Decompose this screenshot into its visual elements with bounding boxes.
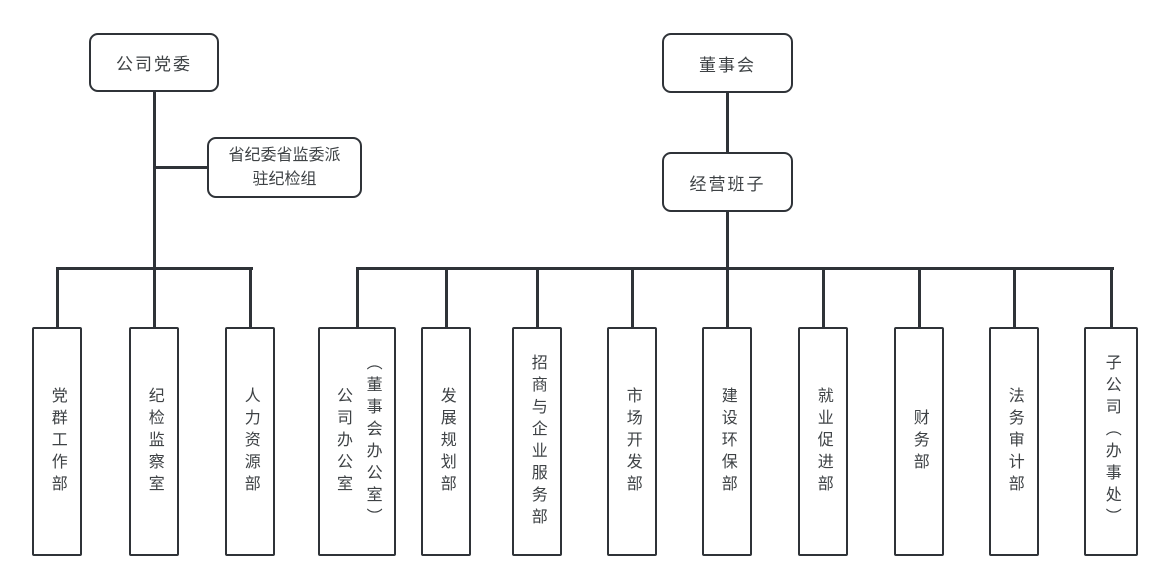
board-dept-box-1: 发展规划部 <box>421 327 471 556</box>
connector-line <box>152 269 156 329</box>
management-team-label: 经营班子 <box>689 174 766 194</box>
connector-line <box>444 269 448 329</box>
dept-label-column: 党群工作部 <box>48 386 66 497</box>
dept-label-column: 人力资源部 <box>241 386 259 497</box>
board-dept-box-0: 公司办公室 （董事会办公室） <box>318 327 396 556</box>
discipline-inspection-group-box: 省纪委省监委派驻纪检组 <box>207 137 362 198</box>
connector-line <box>821 269 825 329</box>
discipline-inspection-group-label: 省纪委省监委派驻纪检组 <box>228 146 341 188</box>
dept-label-column: 法务审计部 <box>1005 386 1023 497</box>
connector-line <box>1012 269 1016 329</box>
connector-line <box>55 269 59 329</box>
board-of-directors-label: 董事会 <box>699 55 756 75</box>
management-team-box: 经营班子 <box>662 152 793 212</box>
dept-label-column: 招商与企业服务部 <box>528 353 546 530</box>
party-committee-label: 公司党委 <box>116 55 192 74</box>
party-dept-box-2: 人力资源部 <box>225 327 275 556</box>
board-dept-box-4: 建设环保部 <box>702 327 752 556</box>
dept-label-column: 建设环保部 <box>718 386 736 497</box>
dept-label-column: 子公司（办事处） <box>1102 353 1120 530</box>
dept-label-column: 公司办公室 <box>334 386 351 497</box>
connector-line <box>726 210 729 270</box>
connector-line <box>725 269 729 329</box>
connector-line <box>152 91 156 269</box>
connector-line <box>248 269 252 329</box>
connector-line <box>355 269 359 329</box>
board-dept-box-6: 财务部 <box>894 327 944 556</box>
party-committee-box: 公司党委 <box>89 33 219 92</box>
board-dept-box-8: 子公司（办事处） <box>1084 327 1138 556</box>
board-dept-box-7: 法务审计部 <box>989 327 1039 556</box>
connector-line <box>726 91 729 154</box>
connector-line <box>1109 269 1113 329</box>
board-dept-box-2: 招商与企业服务部 <box>512 327 562 556</box>
party-dept-box-1: 纪检监察室 <box>129 327 179 556</box>
dept-label-column: 纪检监察室 <box>145 386 163 497</box>
connector-line <box>154 165 209 169</box>
connector-line <box>630 269 634 329</box>
dept-label-column: 就业促进部 <box>814 386 832 497</box>
connector-line <box>535 269 539 329</box>
connector-line <box>55 267 253 270</box>
dept-label-column: 发展规划部 <box>437 386 455 497</box>
dept-label-column: 财务部 <box>910 408 928 475</box>
connector-line <box>355 267 1114 270</box>
dept-label-column: 市场开发部 <box>623 386 641 497</box>
board-dept-box-5: 就业促进部 <box>798 327 848 556</box>
board-dept-box-3: 市场开发部 <box>607 327 657 556</box>
party-dept-box-0: 党群工作部 <box>32 327 82 556</box>
connector-line <box>917 269 921 329</box>
dept-label-column: （董事会办公室） <box>363 353 381 530</box>
board-of-directors-box: 董事会 <box>662 33 793 93</box>
